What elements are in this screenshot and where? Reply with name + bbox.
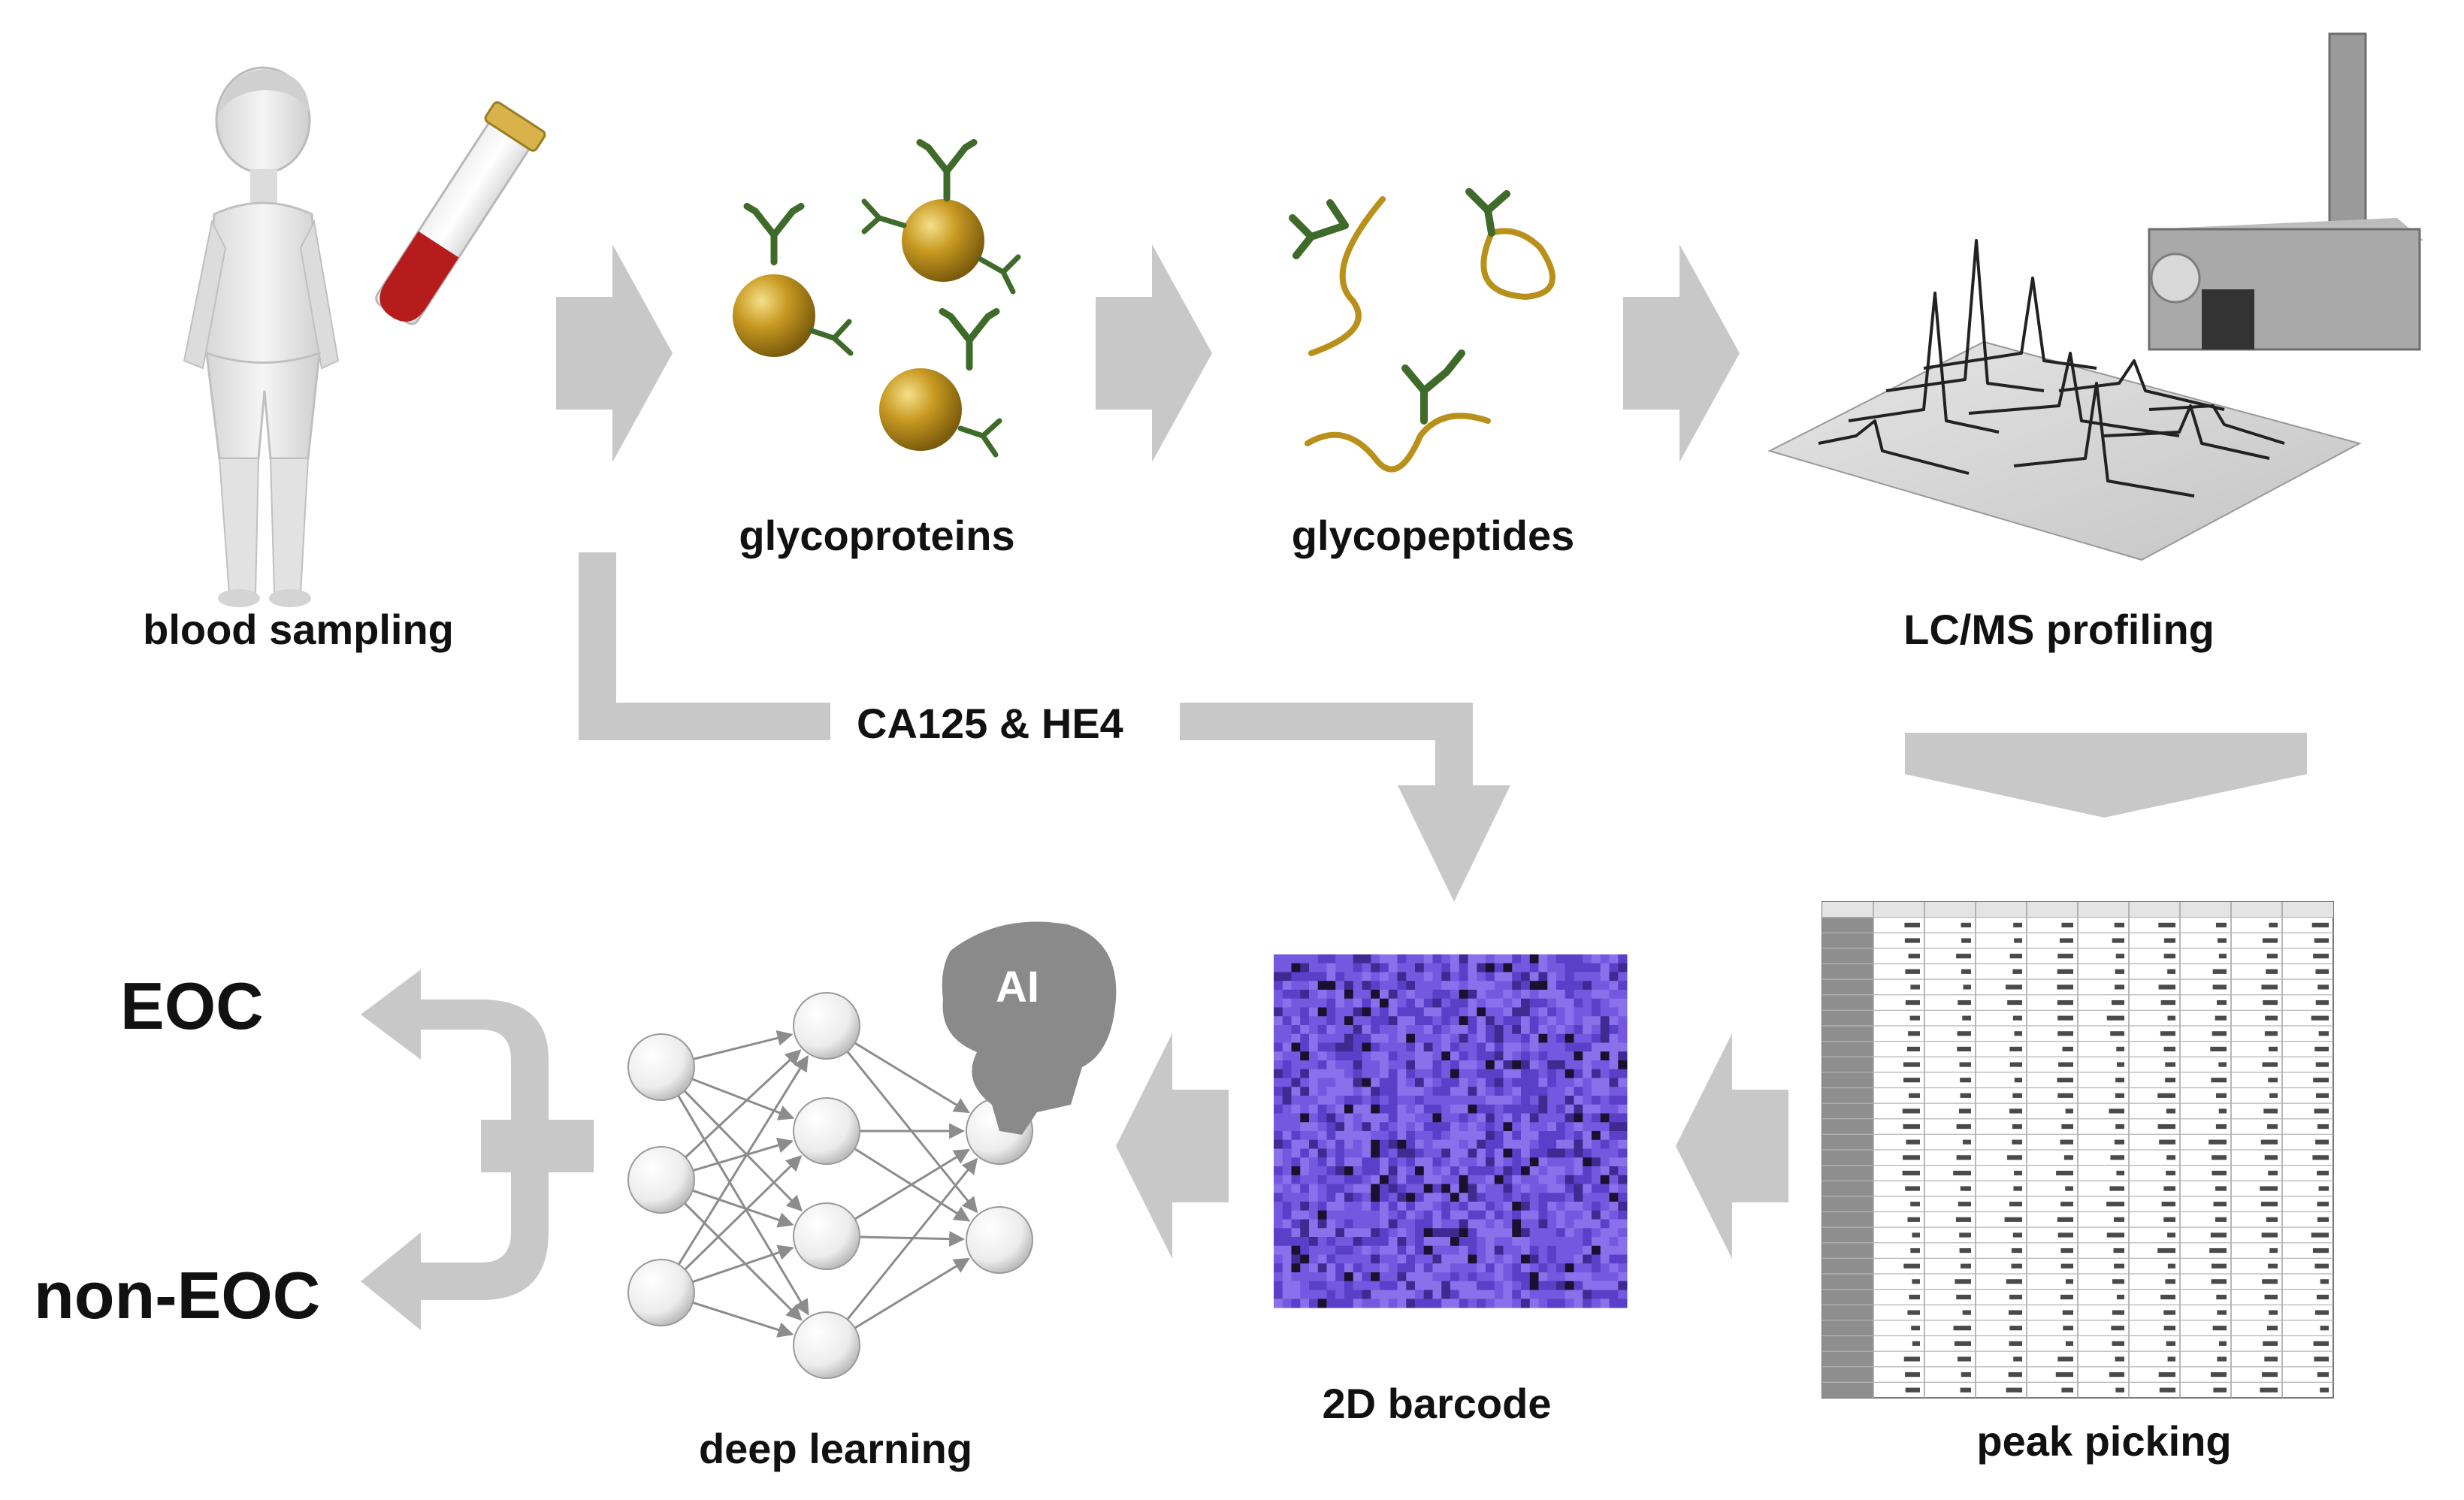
arrow-2-icon <box>1096 244 1212 462</box>
glycopeptides-icon <box>1289 188 1555 473</box>
woman-figure-icon <box>183 66 340 607</box>
arrow-1-icon <box>556 244 673 462</box>
ai-head-icon <box>942 921 1117 1135</box>
lcms-spectra-icon <box>1767 239 2362 561</box>
blood-tube-icon <box>375 101 546 325</box>
ai-label: AI <box>996 963 1039 1012</box>
barcode-2d-icon <box>1274 954 1628 1308</box>
glycoproteins-label: glycoproteins <box>739 512 1015 559</box>
lcms-instrument-icon <box>2148 32 2423 351</box>
arrow-5-icon <box>1116 1033 1229 1259</box>
biomarkers-label: CA125 & HE4 <box>857 700 1123 747</box>
arrow-down-icon <box>1905 733 2307 818</box>
arrow-3-icon <box>1623 244 1740 462</box>
glycopeptides-label: glycopeptides <box>1291 512 1575 559</box>
peak-picking-label: peak picking <box>1976 1417 2232 1465</box>
non-eoc-label: non-EOC <box>34 1258 321 1332</box>
peak-table-icon <box>1822 901 2334 1399</box>
barcode-label: 2D barcode <box>1322 1380 1552 1427</box>
blood-sampling-label: blood sampling <box>143 606 454 653</box>
glycoproteins-icon <box>733 143 1021 458</box>
lcms-profiling-label: LC/MS profiling <box>1903 606 2215 653</box>
output-split-arrow-icon <box>361 969 594 1330</box>
biomarker-label-bg <box>830 688 1180 755</box>
eoc-label: EOC <box>120 969 264 1043</box>
deep-learning-label: deep learning <box>698 1425 973 1472</box>
neural-network-icon <box>627 992 1033 1379</box>
arrow-4-icon <box>1676 1033 1788 1259</box>
